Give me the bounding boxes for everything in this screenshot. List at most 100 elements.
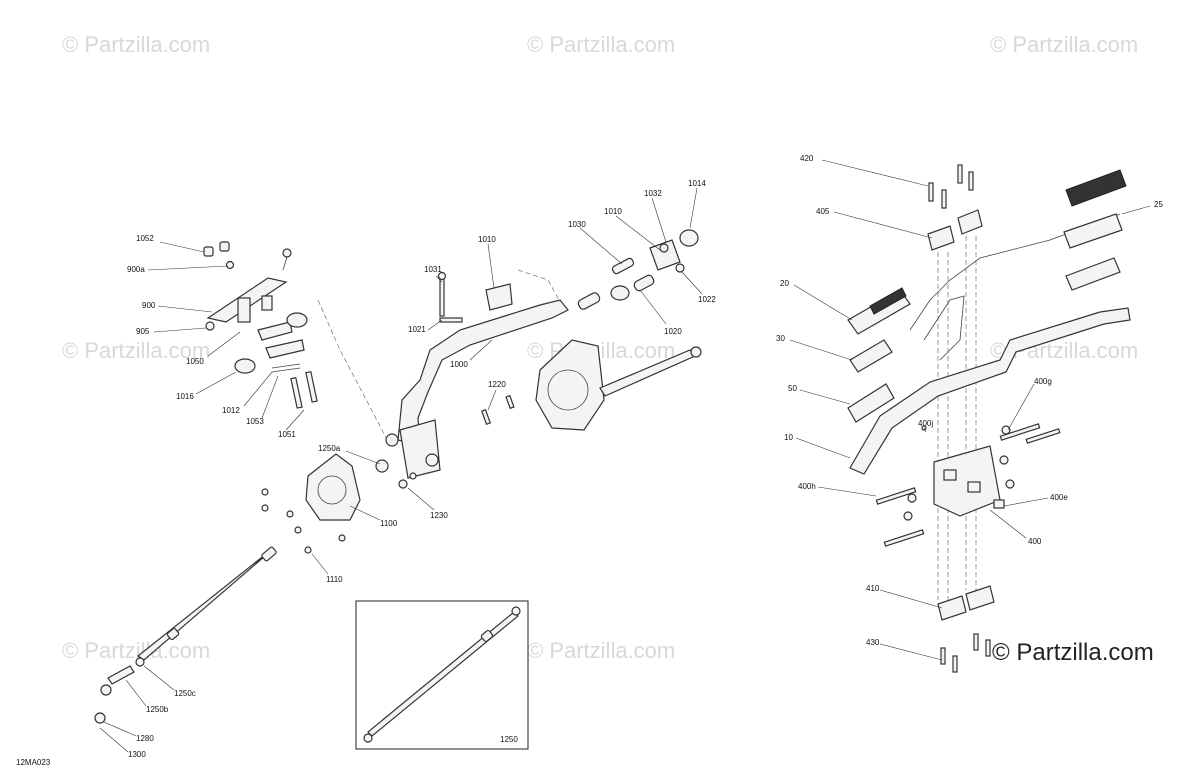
nut-c [1005, 479, 1015, 489]
nut-a [907, 493, 917, 503]
callout-1016: 1016 [176, 392, 194, 401]
callout-25: 25 [1154, 200, 1163, 209]
grip-20-heater [869, 287, 907, 315]
callout-1100: 1100 [380, 519, 398, 528]
watermark: © Partzilla.com [990, 32, 1138, 57]
leader-lines [99, 159, 1151, 753]
riser-slot-b [967, 481, 981, 493]
part-30 [849, 339, 893, 373]
bearing-1250a [375, 459, 389, 473]
top-clamp-405a [927, 225, 955, 251]
seal-1016 [234, 358, 256, 374]
seal-ring [286, 312, 308, 328]
callout-1032: 1032 [644, 189, 662, 198]
callout-900: 900 [142, 301, 156, 310]
top-clamp-405b [957, 209, 983, 235]
lower-clamp-410b [965, 585, 995, 611]
bolt-1021 [439, 317, 463, 323]
end-eye [100, 684, 112, 696]
callout-430: 430 [866, 638, 880, 647]
bolt-420c [957, 164, 963, 184]
callout-420: 420 [800, 154, 814, 163]
ring-1020 [610, 285, 630, 301]
callout-1031: 1031 [424, 265, 442, 274]
ring-1250c [135, 657, 145, 667]
callout-labels: 1052 900a 900 905 1050 1016 1012 1053 10… [127, 154, 1163, 759]
bolt-1051a [290, 376, 303, 409]
bolt-1031-head [437, 271, 447, 281]
bolt-420b [941, 189, 947, 209]
callout-1250a: 1250a [318, 444, 341, 453]
callout-400h: 400h [798, 482, 816, 491]
nut-400g [1001, 425, 1011, 435]
sleeve-1030 [611, 257, 635, 275]
bolt-1031 [439, 277, 445, 317]
watermark: © Partzilla.com [527, 338, 675, 363]
callout-900a: 900a [127, 265, 145, 274]
callout-400e: 400e [1050, 493, 1068, 502]
watermark: © Partzilla.com [527, 638, 675, 663]
spring-400e [993, 499, 1005, 509]
nut-1052 [203, 246, 214, 257]
washer-900a [225, 260, 235, 270]
steering-box [535, 339, 605, 431]
callout-1300: 1300 [128, 750, 146, 759]
nut-1280 [94, 712, 106, 724]
nut-1022 [675, 263, 685, 273]
lower-clamp [265, 339, 305, 359]
watermark: © Partzilla.com [62, 338, 210, 363]
inset-box-1250: 1250 [355, 600, 529, 750]
callout-1010-left: 1010 [478, 235, 496, 244]
column-lower-yoke [399, 419, 441, 479]
bolt-430d [985, 639, 991, 657]
housing-1100 [305, 453, 361, 521]
callout-400j: 400j [918, 419, 933, 428]
clamp-block [257, 321, 293, 341]
bolt-430c [973, 633, 979, 651]
bolt-1220b [505, 394, 515, 410]
bolt-400h [875, 487, 917, 505]
upper-clamp-1010 [485, 283, 513, 311]
washer-1230 [409, 472, 417, 480]
watermark: © Partzilla.com [527, 32, 675, 57]
callout-10: 10 [784, 433, 793, 442]
callout-20: 20 [780, 279, 789, 288]
nut-1010 [659, 243, 669, 253]
lower-housing-assembly [94, 453, 389, 724]
callout-1000: 1000 [450, 360, 468, 369]
bolt-400-lower [883, 529, 925, 547]
clamp-1032 [649, 239, 681, 271]
tube-1020 [633, 274, 655, 292]
callout-1220: 1220 [488, 380, 506, 389]
bolt-1051b [305, 370, 318, 403]
callout-400: 400 [1028, 537, 1042, 546]
bushing [577, 292, 601, 310]
callout-1012: 1012 [222, 406, 240, 415]
watermark: © Partzilla.com [62, 32, 210, 57]
callout-1030: 1030 [568, 220, 586, 229]
nut-905 [205, 321, 215, 331]
bolt-head [282, 248, 292, 258]
bolt-430b [952, 655, 958, 673]
end-1250b [107, 665, 135, 685]
callout-1053: 1053 [246, 417, 264, 426]
bolt-420d [968, 171, 974, 191]
nut-d [999, 455, 1009, 465]
screw-b [261, 504, 269, 512]
callout-1052: 1052 [136, 234, 154, 243]
grip-25-heater [1065, 169, 1127, 207]
tie-rod-end [690, 346, 702, 358]
seal-1014 [679, 229, 699, 247]
steering-box-cover [547, 369, 589, 411]
callout-410: 410 [866, 584, 880, 593]
clamp-insert-1050 [237, 297, 251, 323]
yoke-pivot-b [425, 453, 439, 467]
bolt-1220 [480, 408, 492, 426]
callout-1021: 1021 [408, 325, 426, 334]
screw-f [338, 534, 346, 542]
callout-1050: 1050 [186, 357, 204, 366]
callout-1230: 1230 [430, 511, 448, 520]
callout-1250: 1250 [500, 735, 518, 744]
bolt-430a [940, 647, 946, 665]
